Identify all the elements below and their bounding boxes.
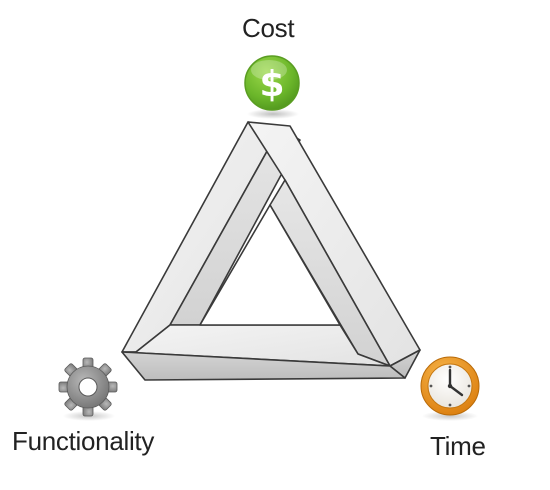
functionality-label: Functionality <box>12 426 155 456</box>
time-label: Time <box>430 431 486 461</box>
dollar-coin-icon: $ <box>244 55 300 119</box>
triangle-bottom-front-face <box>121 351 406 381</box>
triangle-inner-opening <box>199 204 341 326</box>
gear-icon <box>58 357 118 421</box>
dollar-symbol: $ <box>259 64 284 105</box>
clock-icon <box>420 356 480 421</box>
cost-label: Cost <box>242 13 295 43</box>
